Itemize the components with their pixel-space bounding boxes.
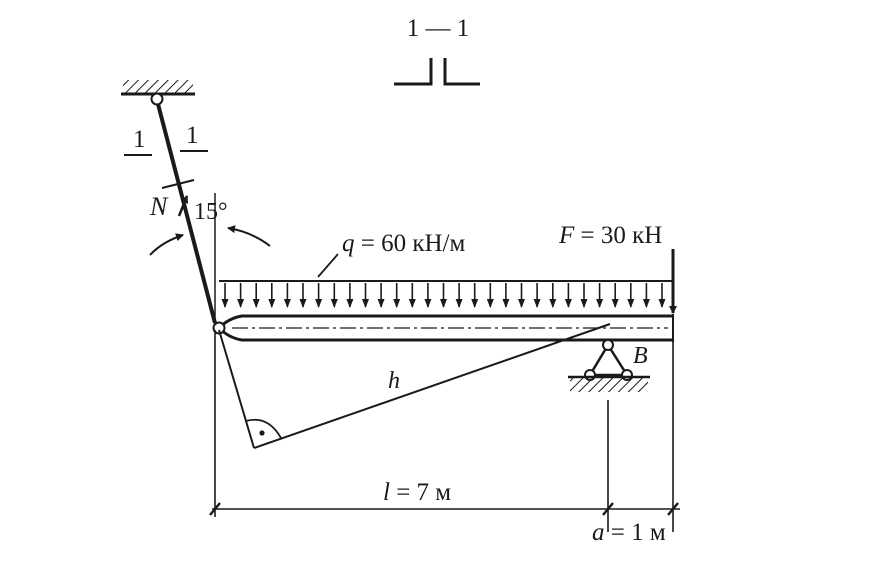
- angle-arc-right: [227, 225, 271, 247]
- top-hinge-circle: [150, 92, 164, 106]
- f-symbol: F: [558, 222, 575, 249]
- section-cut-mark: [161, 179, 195, 189]
- section-mark-right: 1: [186, 122, 199, 149]
- support-b: B: [568, 339, 650, 392]
- support-b-hatch: [570, 378, 648, 392]
- dimension-tick-right: [667, 502, 679, 516]
- right-angle-dot: [259, 430, 265, 436]
- q-leader-line: [317, 253, 339, 278]
- length-a-label: a = 1 м: [592, 519, 666, 546]
- section-view-symbol: 1 — 1: [394, 15, 480, 86]
- dimension-tick-middle: [602, 502, 614, 516]
- f-value: = 30 кН: [574, 222, 662, 249]
- support-b-label: B: [633, 343, 648, 369]
- height-label: h: [388, 368, 400, 394]
- point-force-f: F = 30 кН: [558, 222, 677, 314]
- rod-line: [156, 103, 217, 324]
- dimension-tick-left: [209, 502, 221, 516]
- right-angle-arc: [245, 418, 282, 439]
- dimensions: l = 7 м a = 1 м: [209, 330, 680, 546]
- section-label: 1 — 1: [407, 15, 470, 42]
- angle-arc-left: [149, 233, 184, 256]
- length-l-label: l = 7 м: [383, 479, 451, 506]
- section-mark-left: 1: [133, 126, 146, 153]
- q-value: = 60 кН/м: [355, 230, 466, 257]
- support-b-triangle: [587, 342, 630, 377]
- section-profile: [394, 58, 480, 86]
- load-arrows: [221, 283, 666, 308]
- inclined-rod: 1 1: [124, 103, 217, 324]
- perpendicular-line-a: [218, 329, 255, 449]
- n-force-arrow: [177, 195, 189, 217]
- l-symbol: l: [383, 479, 390, 506]
- support-b-top-hinge: [602, 339, 614, 351]
- q-load-label: q = 60 кН/м: [342, 230, 465, 257]
- a-symbol: a: [592, 519, 605, 546]
- distributed-load: q = 60 кН/м: [219, 230, 673, 308]
- angle-indicator: 15°: [149, 193, 271, 330]
- height-construction: h: [218, 323, 611, 449]
- top-support-hatch: [123, 80, 193, 94]
- beam: [212, 314, 674, 342]
- axial-force-n: N: [149, 192, 189, 221]
- l-value: = 7 м: [390, 479, 451, 506]
- q-symbol: q: [342, 230, 355, 257]
- angle-label: 15°: [194, 199, 228, 225]
- a-value: = 1 м: [605, 519, 666, 546]
- f-force-label: F = 30 кН: [558, 222, 662, 249]
- perpendicular-line-b: [253, 323, 611, 449]
- top-fixed-support: [121, 80, 195, 106]
- n-force-label: N: [149, 192, 169, 221]
